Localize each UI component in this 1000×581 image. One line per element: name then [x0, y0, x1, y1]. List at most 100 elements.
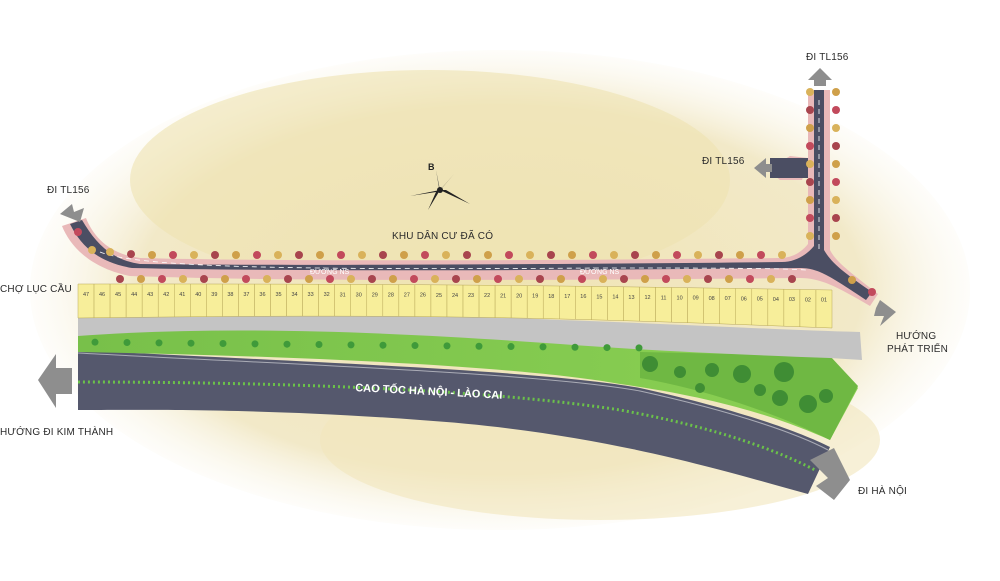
lot-number: 03 — [789, 297, 795, 303]
lot-number: 21 — [500, 293, 506, 299]
lot-parcel — [254, 283, 271, 317]
park-tree-icon — [799, 395, 817, 413]
shrub-icon — [219, 340, 227, 348]
shrub-icon — [315, 341, 323, 349]
label-di-ha-noi: ĐI HÀ NỘI — [858, 486, 908, 497]
tree-icon — [88, 246, 96, 254]
tree-icon — [473, 275, 481, 283]
lot-parcel — [350, 284, 368, 317]
tree-icon — [599, 275, 607, 283]
lot-parcel — [735, 288, 753, 326]
tree-icon — [704, 275, 712, 283]
lot-number: 01 — [821, 298, 827, 304]
shrub-icon — [603, 344, 611, 352]
tree-icon — [74, 228, 82, 236]
tree-icon — [868, 288, 876, 296]
lot-number: 12 — [644, 295, 650, 301]
lot-parcel — [93, 283, 111, 319]
tree-icon — [806, 106, 814, 114]
park-tree-icon — [754, 384, 766, 396]
tree-icon — [832, 178, 840, 186]
lot-parcel — [799, 289, 817, 328]
tree-icon — [806, 232, 814, 240]
lot-number: 25 — [436, 293, 442, 299]
lot-parcel — [270, 283, 287, 317]
label-huong-kim-thanh: HƯỚNG ĐI KIM THÀNH — [0, 427, 114, 438]
tree-icon — [832, 106, 840, 114]
lot-parcel — [671, 287, 688, 323]
lot-parcel — [687, 287, 704, 324]
shrub-icon — [571, 343, 579, 351]
tree-icon — [515, 275, 523, 283]
tree-icon — [578, 275, 586, 283]
lot-number: 16 — [580, 294, 586, 300]
lot-parcel — [462, 284, 480, 318]
lot-number: 35 — [275, 292, 281, 298]
label-cho-luc-cau: CHỢ LỤC CẦU — [0, 284, 72, 295]
lot-number: 08 — [709, 296, 715, 302]
shrub-icon — [539, 343, 547, 351]
tree-icon — [295, 251, 303, 259]
shrub-icon — [155, 339, 163, 347]
lot-number: 39 — [211, 292, 217, 298]
tree-icon — [641, 275, 649, 283]
tree-icon — [557, 275, 565, 283]
tree-icon — [253, 251, 261, 259]
park-tree-icon — [705, 363, 719, 377]
tree-icon — [169, 251, 177, 259]
lot-number: 31 — [340, 292, 346, 298]
tree-icon — [725, 275, 733, 283]
tree-icon — [757, 251, 765, 259]
lot-number: 40 — [195, 292, 201, 298]
park-tree-icon — [674, 366, 686, 378]
tree-icon — [536, 275, 544, 283]
arrow-tl156-mid-icon — [754, 158, 772, 178]
lot-parcel — [334, 284, 351, 317]
tree-icon — [683, 275, 691, 283]
tree-icon — [379, 251, 387, 259]
lot-parcel — [222, 283, 239, 317]
tree-icon — [274, 251, 282, 259]
shrub-icon — [123, 339, 131, 347]
tree-icon — [736, 251, 744, 259]
tree-icon — [832, 232, 840, 240]
tree-icon — [832, 124, 840, 132]
lot-parcel — [109, 283, 127, 318]
lot-number: 36 — [259, 292, 265, 298]
tree-icon — [832, 196, 840, 204]
lot-parcel — [446, 284, 464, 318]
tree-icon — [484, 251, 492, 259]
tree-icon — [631, 251, 639, 259]
lot-number: 02 — [805, 297, 811, 303]
lot-parcel — [575, 285, 592, 321]
park-tree-icon — [772, 390, 788, 406]
tree-icon — [694, 251, 702, 259]
lot-number: 41 — [179, 292, 185, 298]
lot-parcel — [157, 283, 175, 318]
tree-icon — [200, 275, 208, 283]
tree-icon — [158, 275, 166, 283]
tree-icon — [547, 251, 555, 259]
shrub-icon — [411, 342, 419, 350]
lot-parcel — [77, 283, 95, 319]
arrow-tl156-top-icon — [808, 68, 832, 86]
shrub-icon — [635, 344, 643, 352]
park-tree-icon — [733, 365, 751, 383]
lot-parcel — [623, 286, 640, 322]
lot-number: 10 — [677, 295, 683, 301]
lot-parcel — [719, 287, 736, 325]
shrub-icon — [443, 342, 451, 350]
lot-parcel — [591, 286, 608, 321]
tree-icon — [589, 251, 597, 259]
lot-parcel — [174, 283, 191, 318]
lot-number: 24 — [452, 293, 458, 299]
park-tree-icon — [695, 383, 705, 393]
tree-icon — [463, 251, 471, 259]
lot-parcel — [526, 285, 544, 319]
tree-icon — [400, 251, 408, 259]
road-label-ns-2: ĐƯỜNG NS — [580, 267, 620, 276]
lot-parcel — [302, 283, 319, 317]
label-huong: HƯỚNG — [896, 331, 937, 342]
shrub-icon — [507, 343, 515, 351]
